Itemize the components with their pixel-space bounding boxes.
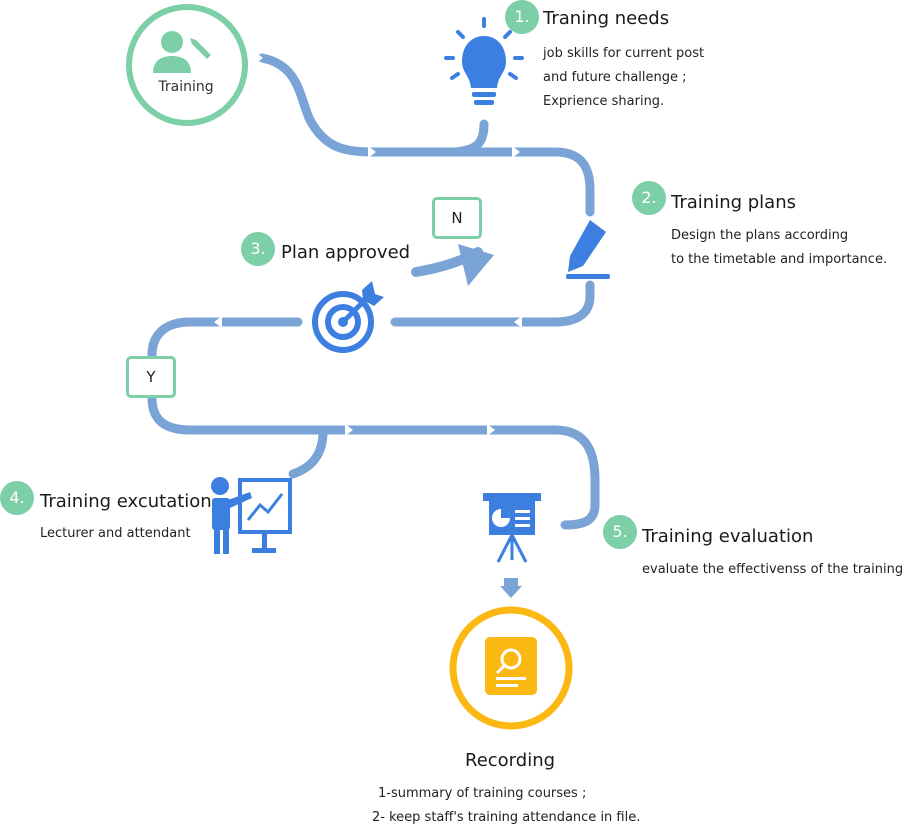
connector-row2 (147, 317, 303, 360)
decision-no-box: N (432, 197, 482, 239)
decision-yes-box: Y (126, 356, 176, 398)
connector-start (257, 53, 377, 157)
step-2-desc-1: Design the plans according (671, 228, 849, 243)
start-label: Training (158, 79, 214, 95)
connector-exec (288, 427, 328, 479)
chevron-6 (487, 424, 495, 436)
connector-right-1 (390, 280, 595, 327)
chevron-3 (514, 316, 522, 328)
person-edit-icon (153, 31, 211, 73)
target-arrow-icon (312, 291, 374, 353)
step-1-badge: 1. (505, 0, 539, 34)
step-1-desc-1: job skills for current post (543, 46, 705, 61)
chevron-4 (214, 316, 222, 328)
step-3-title: Plan approved (281, 242, 411, 263)
step-1-title: Traning needs (543, 8, 670, 29)
step-5-desc-1: evaluate the effectivenss of the trainin… (642, 562, 904, 577)
step-2-badge: 2. (632, 181, 666, 215)
chevron-1 (368, 146, 376, 158)
chevron-5 (345, 424, 353, 436)
step-2-desc-2: to the timetable and importance. (671, 252, 888, 267)
recording-desc-2: 2- keep staff's training attendance in f… (372, 810, 641, 825)
chevron-7 (255, 52, 263, 64)
lightbulb-icon (444, 17, 524, 105)
pen-icon (566, 220, 610, 279)
step-4-badge: 4. (0, 481, 34, 515)
step-3-badge: 3. (241, 232, 275, 266)
connector-row1 (367, 147, 595, 217)
document-search-icon (485, 637, 537, 695)
down-arrow-icon (500, 578, 522, 598)
easel-chart-icon (483, 493, 541, 563)
connector-left (147, 393, 600, 530)
step-5-title: Training evaluation (642, 526, 814, 547)
presenter-chart-icon (211, 477, 292, 554)
step-4-desc-1: Lecturer and attendant (40, 526, 191, 541)
step-1-desc-2: and future challenge ; (543, 70, 687, 85)
connector-bulb (450, 119, 489, 157)
recording-desc-1: 1-summary of training courses ; (378, 786, 587, 801)
recording-title: Recording (465, 750, 556, 771)
step-4-title: Training excutation (40, 491, 212, 512)
step-1-desc-3: Exprience sharing. (543, 94, 665, 109)
chevron-2 (512, 146, 520, 158)
approval-arrow-icon (411, 244, 494, 286)
step-5-badge: 5. (603, 515, 637, 549)
step-2-title: Training plans (671, 192, 796, 213)
